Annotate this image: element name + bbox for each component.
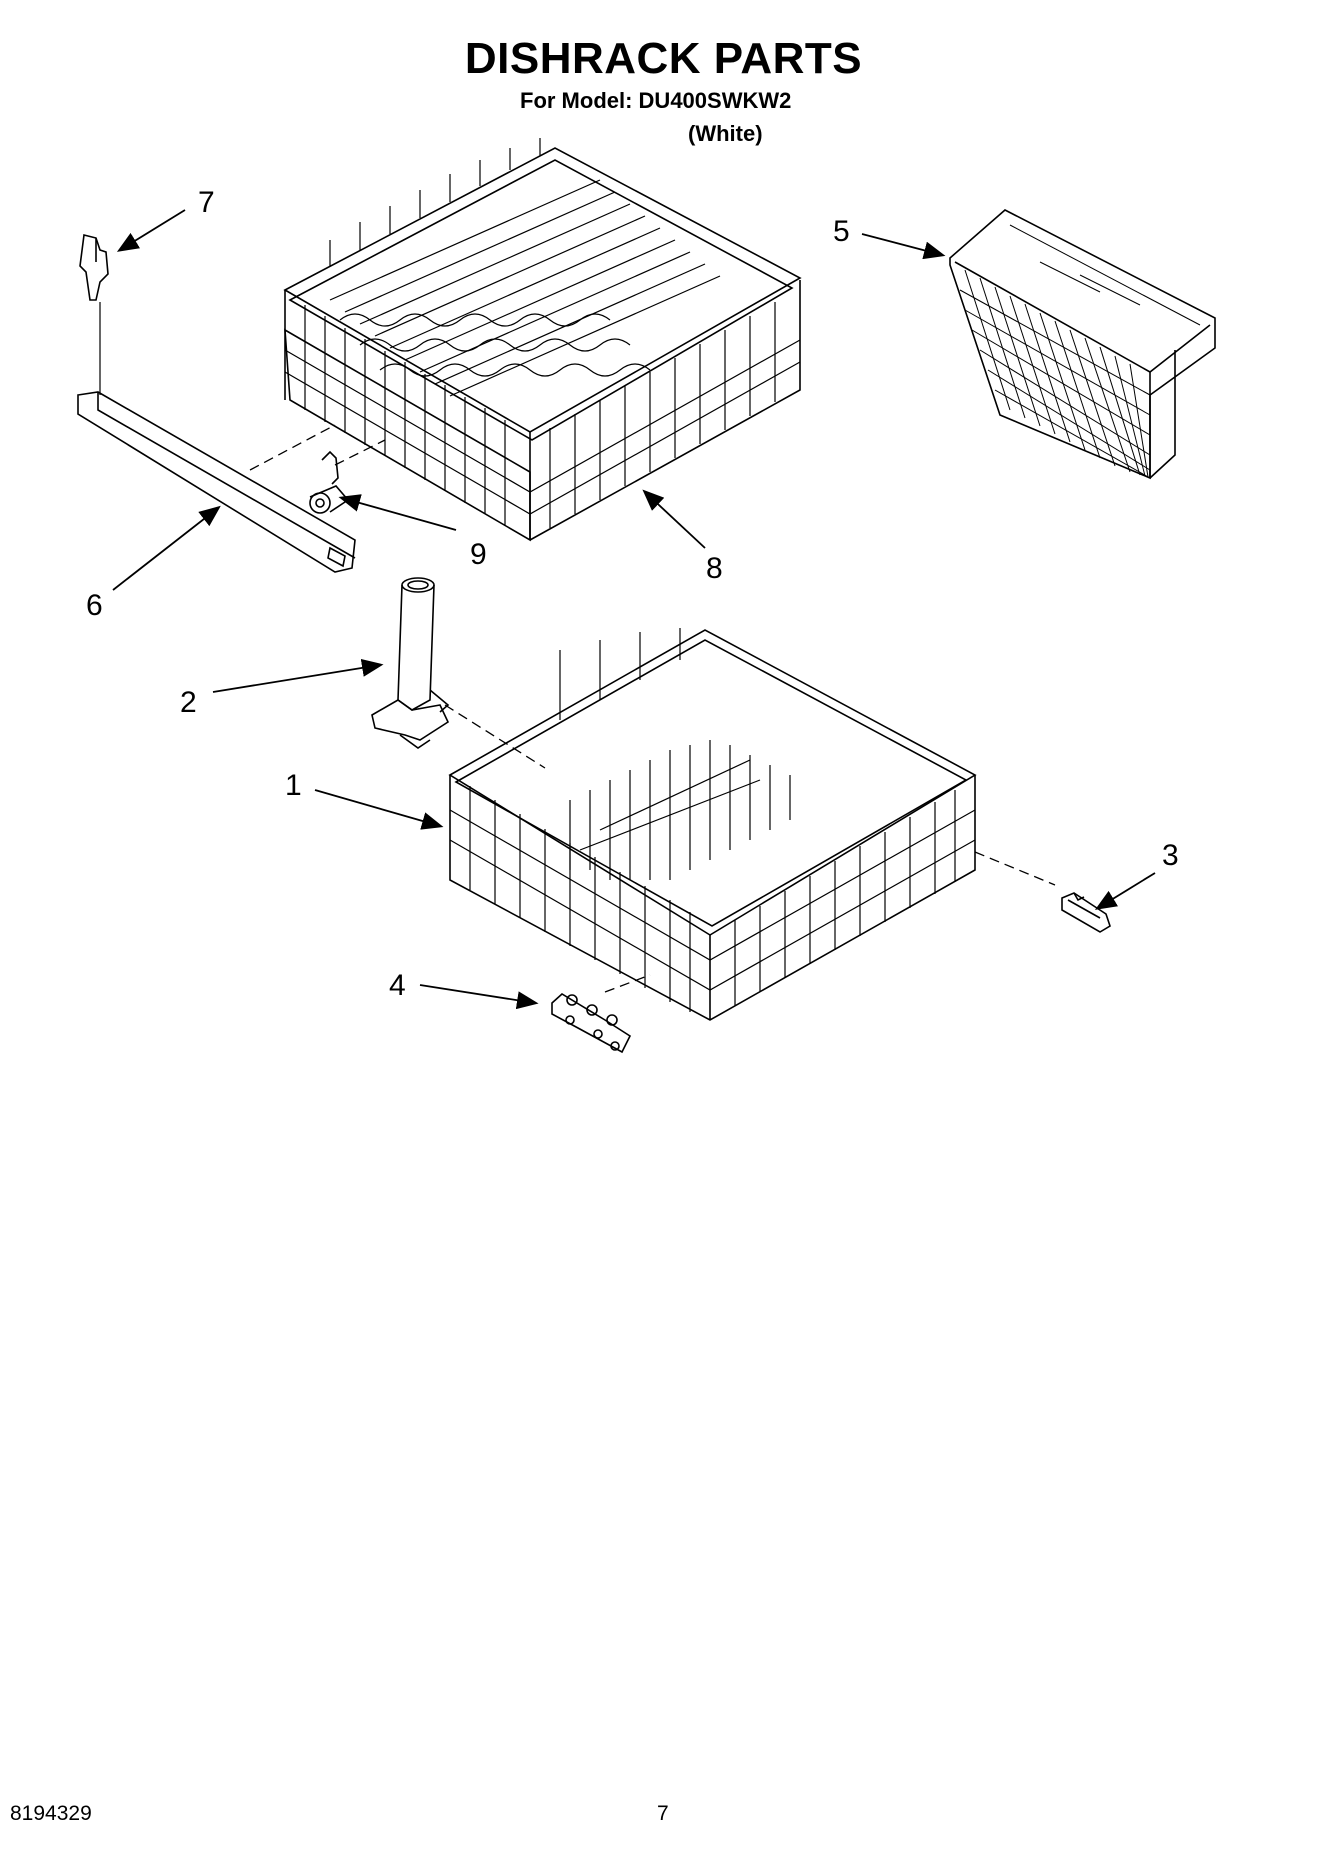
rail-drawing — [77, 391, 356, 573]
page-title: DISHRACK PARTS — [464, 34, 863, 83]
document-number: 8194329 — [10, 1802, 92, 1825]
callout-label-4: 4 — [389, 969, 406, 1002]
callout-arrow-4 — [419, 984, 539, 1010]
callout-arrow-6 — [112, 505, 221, 591]
callout-arrow-7 — [116, 209, 186, 252]
callout-arrow-1 — [314, 789, 444, 830]
callout-label-1: 1 — [285, 769, 302, 802]
callout-arrow-5 — [861, 233, 946, 260]
model-line: For Model: DU400SWKW2 — [520, 88, 792, 113]
page-number: 7 — [657, 1802, 669, 1825]
callout-labels: 7 5 9 8 6 2 1 3 4 — [86, 186, 1179, 1002]
callout-label-7: 7 — [198, 186, 215, 219]
callout-arrows — [112, 209, 1156, 1010]
callout-label-2: 2 — [180, 686, 197, 719]
callout-arrow-8 — [642, 489, 706, 549]
tube-drawing — [371, 577, 450, 749]
callout-label-3: 3 — [1162, 839, 1179, 872]
lower-dishrack-drawing — [448, 628, 977, 1021]
end-cap-drawing — [79, 234, 109, 395]
callout-label-6: 6 — [86, 589, 103, 622]
upper-dishrack-drawing — [283, 138, 802, 542]
callout-arrow-9 — [338, 494, 457, 531]
assembly-guide-lines — [249, 424, 1056, 993]
silverware-basket-drawing — [949, 209, 1216, 480]
callout-label-5: 5 — [833, 215, 850, 248]
callout-arrow-2 — [212, 658, 384, 693]
callout-label-9: 9 — [470, 538, 487, 571]
callout-label-8: 8 — [706, 552, 723, 585]
color-variant: (White) — [688, 121, 763, 146]
callout-arrow-3 — [1094, 872, 1156, 910]
wheel-bracket-drawing — [551, 993, 632, 1054]
rack-clip-drawing — [1061, 892, 1111, 933]
